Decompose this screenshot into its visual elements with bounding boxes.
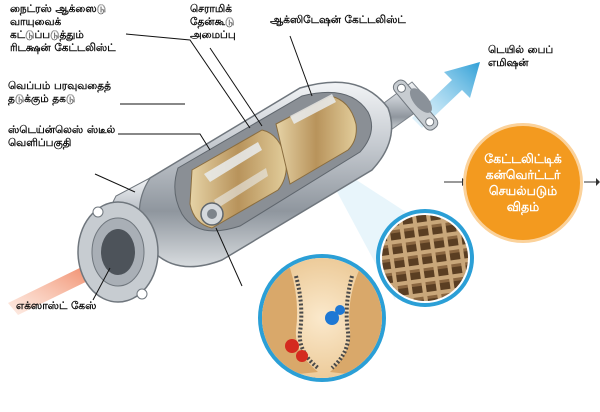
leader-lines [92,33,313,301]
title-badge: கேட்டலிட்டிக் கன்வெர்ட்டர் செயல்படும் வி… [466,126,580,240]
converter-body [106,79,439,268]
inlet-flange [77,201,159,303]
label-stainless-shell: ஸ்டெய்ன்லெஸ் ஸ்டீல் வெளிப்பகுதி [8,124,116,149]
molecule-blue-2 [335,305,345,315]
molecule-blue-1 [325,311,339,325]
catalyst-pore-closeup [258,254,386,382]
label-ceramic-honeycomb: செராமிக் தேன்கூடு அமைப்பு [190,3,236,41]
label-tailpipe-emission: டெயில் பைப் எமிஷன் [488,44,554,69]
molecule-red-1 [285,339,299,353]
label-reduction-catalyst: நைட்ரஸ் ஆக்ஸைடு வாயுவைக் கட்டுப்படுத்தும… [10,3,116,54]
label-heat-shield: வெப்பம் பரவுவதைத் தடுக்கும் தகடு [8,80,111,105]
honeycomb-magnifier [376,209,474,307]
label-oxidation-catalyst: ஆக்ஸிடேஷன் கேட்டலிஸ்ட் [270,14,406,26]
molecule-red-2 [296,350,308,362]
label-exhaust-gas: எக்ஸாஸ்ட் கேஸ் [16,300,97,312]
